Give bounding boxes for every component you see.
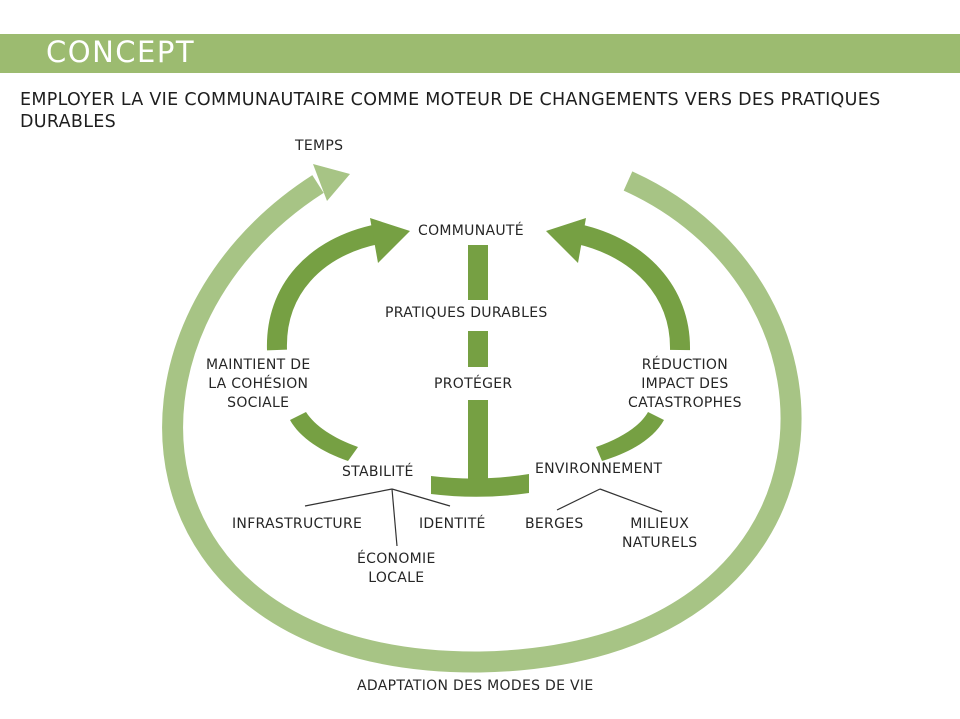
environment-branches: [556, 488, 663, 513]
label-proteger: PROTÉGER: [434, 376, 513, 392]
left-arc-arrowhead: [370, 218, 410, 263]
stem-segment-2: [468, 331, 488, 367]
header-banner: CONCEPT: [0, 34, 960, 73]
label-berges: BERGES: [525, 516, 584, 532]
stability-branches: [304, 488, 451, 547]
stem-segment-1: [468, 245, 488, 300]
outer-cycle-arrowhead: [313, 164, 350, 201]
right-arc-arrow-upper: [575, 224, 691, 351]
stem-base-bar: [431, 474, 529, 497]
label-adaptation: ADAPTATION DES MODES DE VIE: [357, 678, 594, 694]
label-environnement: ENVIRONNEMENT: [535, 461, 663, 477]
page-title: CONCEPT: [46, 35, 196, 69]
label-stabilite: STABILITÉ: [342, 464, 414, 480]
stem-segment-3: [468, 400, 488, 480]
left-arc-arrow-upper: [266, 224, 381, 351]
left-arc-arrow-lower: [290, 412, 358, 461]
label-milieux-naturels: MILIEUX NATURELS: [622, 516, 698, 551]
label-reduction-impact: RÉDUCTION IMPACT DES CATASTROPHES: [628, 357, 742, 411]
label-economie-locale: ÉCONOMIE LOCALE: [357, 551, 436, 586]
label-temps: TEMPS: [295, 138, 344, 154]
label-cohesion-sociale: MAINTIENT DE LA COHÉSION SOCIALE: [206, 357, 311, 411]
label-communaute: COMMUNAUTÉ: [418, 223, 524, 239]
label-pratiques-durables: PRATIQUES DURABLES: [385, 305, 548, 321]
page-subtitle: EMPLOYER LA VIE COMMUNAUTAIRE COMME MOTE…: [20, 90, 881, 132]
right-arc-arrowhead: [546, 218, 586, 263]
label-identite: IDENTITÉ: [419, 516, 486, 532]
right-arc-arrow-lower: [596, 412, 664, 461]
outer-cycle-ring: [162, 171, 802, 673]
label-infrastructure: INFRASTRUCTURE: [232, 516, 363, 532]
